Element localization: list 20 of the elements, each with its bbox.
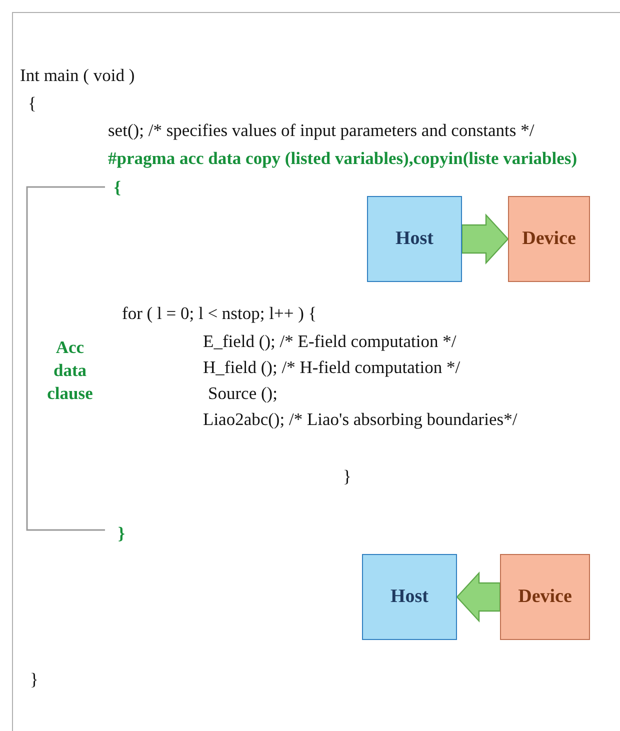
code-line: #pragma acc data copy (listed variables),copyin(liste variables) xyxy=(108,147,578,169)
code-line: set(); /* specifies values of input parameters and constants */ xyxy=(108,119,534,141)
code-line: { xyxy=(28,92,36,114)
code-line: for ( l = 0; l < nstop; l++ ) { xyxy=(122,302,317,324)
block-arrow xyxy=(456,571,501,623)
code-line: } xyxy=(30,668,38,690)
block-arrow xyxy=(461,213,509,265)
code-line: } xyxy=(118,522,125,544)
code-line: { xyxy=(114,176,121,198)
code-line: Liao2abc(); /* Liao's absorbing boundaries*/ xyxy=(203,408,518,430)
host-box: Host xyxy=(362,554,457,640)
code-line: Int main ( void ) xyxy=(20,64,135,86)
device-box: Device xyxy=(500,554,590,640)
code-line: Source (); xyxy=(208,382,278,404)
code-line: } xyxy=(343,465,352,487)
clause-label: Acc data clause xyxy=(46,336,94,405)
host-box: Host xyxy=(367,196,462,282)
code-line: H_field (); /* H-field computation */ xyxy=(203,356,460,378)
device-box: Device xyxy=(508,196,590,282)
code-line: E_field (); /* E-field computation */ xyxy=(203,330,456,352)
